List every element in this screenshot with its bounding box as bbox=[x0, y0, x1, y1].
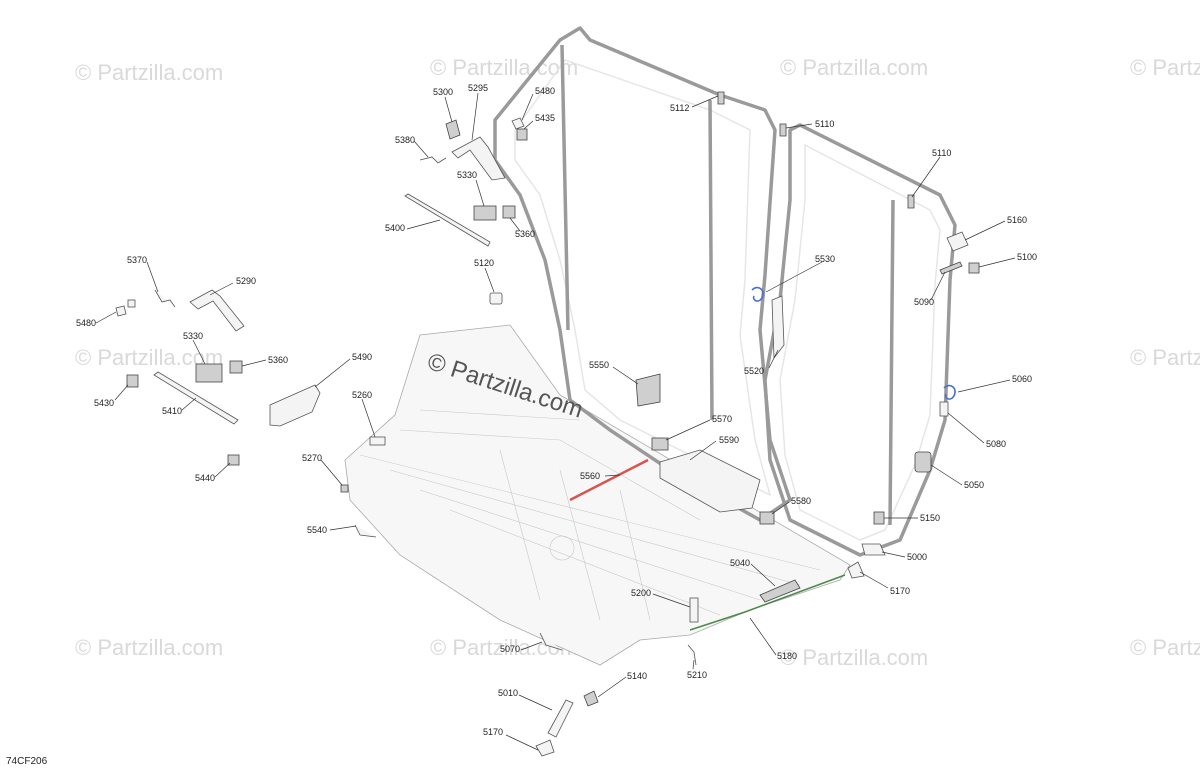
callout-5330: 5330 bbox=[183, 331, 203, 341]
callout-5400: 5400 bbox=[385, 223, 405, 233]
callout-5480: 5480 bbox=[535, 86, 555, 96]
callout-5290: 5290 bbox=[236, 276, 256, 286]
callout-5140: 5140 bbox=[627, 671, 647, 681]
watermark: © Partzilla.com bbox=[75, 635, 223, 660]
callout-5210: 5210 bbox=[687, 670, 707, 680]
callout-5170: 5170 bbox=[890, 586, 910, 596]
callout-5300: 5300 bbox=[433, 87, 453, 97]
callout-5000: 5000 bbox=[907, 552, 927, 562]
callout-5170: 5170 bbox=[483, 727, 503, 737]
callout-5590: 5590 bbox=[719, 435, 739, 445]
parts-shapes bbox=[115, 91, 980, 757]
watermark: © Partzilla.com bbox=[430, 55, 578, 80]
callout-5480: 5480 bbox=[76, 318, 96, 328]
watermark: © Partzilla.com bbox=[1130, 55, 1200, 80]
callout-5150: 5150 bbox=[920, 513, 940, 523]
callout-5490: 5490 bbox=[352, 352, 372, 362]
callout-5110: 5110 bbox=[932, 148, 951, 158]
callout-5410: 5410 bbox=[162, 406, 182, 416]
watermark: © Partzilla.com bbox=[1130, 635, 1200, 660]
callout-5430: 5430 bbox=[94, 398, 114, 408]
callout-5530: 5530 bbox=[815, 254, 835, 264]
callout-5360: 5360 bbox=[515, 229, 535, 239]
callout-5180: 5180 bbox=[777, 651, 797, 661]
callout-5120: 5120 bbox=[474, 258, 494, 268]
watermarks: © Partzilla.com © Partzilla.com © Partzi… bbox=[75, 55, 1200, 670]
callout-5090: 5090 bbox=[914, 297, 934, 307]
callout-5110: 5110 bbox=[815, 119, 834, 129]
callout-5200: 5200 bbox=[631, 588, 651, 598]
callout-5550: 5550 bbox=[589, 360, 609, 370]
callout-5060: 5060 bbox=[1012, 374, 1032, 384]
callout-5580: 5580 bbox=[791, 496, 811, 506]
callout-5360: 5360 bbox=[268, 355, 288, 365]
watermark: © Partzilla.com bbox=[75, 60, 223, 85]
callout-5050: 5050 bbox=[964, 480, 984, 490]
callout-5295: 5295 bbox=[468, 83, 488, 93]
callout-5040: 5040 bbox=[730, 558, 750, 568]
callout-5270: 5270 bbox=[302, 453, 322, 463]
callout-5540: 5540 bbox=[307, 525, 327, 535]
callout-5100: 5100 bbox=[1017, 252, 1037, 262]
watermark: © Partzilla.com bbox=[780, 55, 928, 80]
watermark: © Partzilla.com bbox=[780, 645, 928, 670]
diagram-code: 74CF206 bbox=[6, 756, 48, 767]
door-frame-front bbox=[763, 123, 957, 557]
leader-lines bbox=[95, 92, 1016, 751]
callout-5010: 5010 bbox=[498, 688, 518, 698]
callout-5570: 5570 bbox=[712, 414, 732, 424]
callout-5330: 5330 bbox=[457, 170, 477, 180]
callout-5435: 5435 bbox=[535, 113, 555, 123]
callout-5560: 5560 bbox=[580, 471, 600, 481]
callout-5070: 5070 bbox=[500, 644, 520, 654]
watermark: © Partzilla.com bbox=[1130, 345, 1200, 370]
callout-5380: 5380 bbox=[395, 135, 415, 145]
callout-5440: 5440 bbox=[195, 473, 215, 483]
callout-5112: 5112 bbox=[670, 103, 689, 113]
callout-5520: 5520 bbox=[744, 366, 764, 376]
callout-5370: 5370 bbox=[127, 255, 147, 265]
callout-5260: 5260 bbox=[352, 390, 372, 400]
floor-pan bbox=[344, 324, 851, 666]
callout-labels: 5300 5295 5480 5435 5380 5330 5400 5360 … bbox=[76, 83, 1037, 737]
callout-5080: 5080 bbox=[986, 439, 1006, 449]
callout-5160: 5160 bbox=[1007, 215, 1027, 225]
